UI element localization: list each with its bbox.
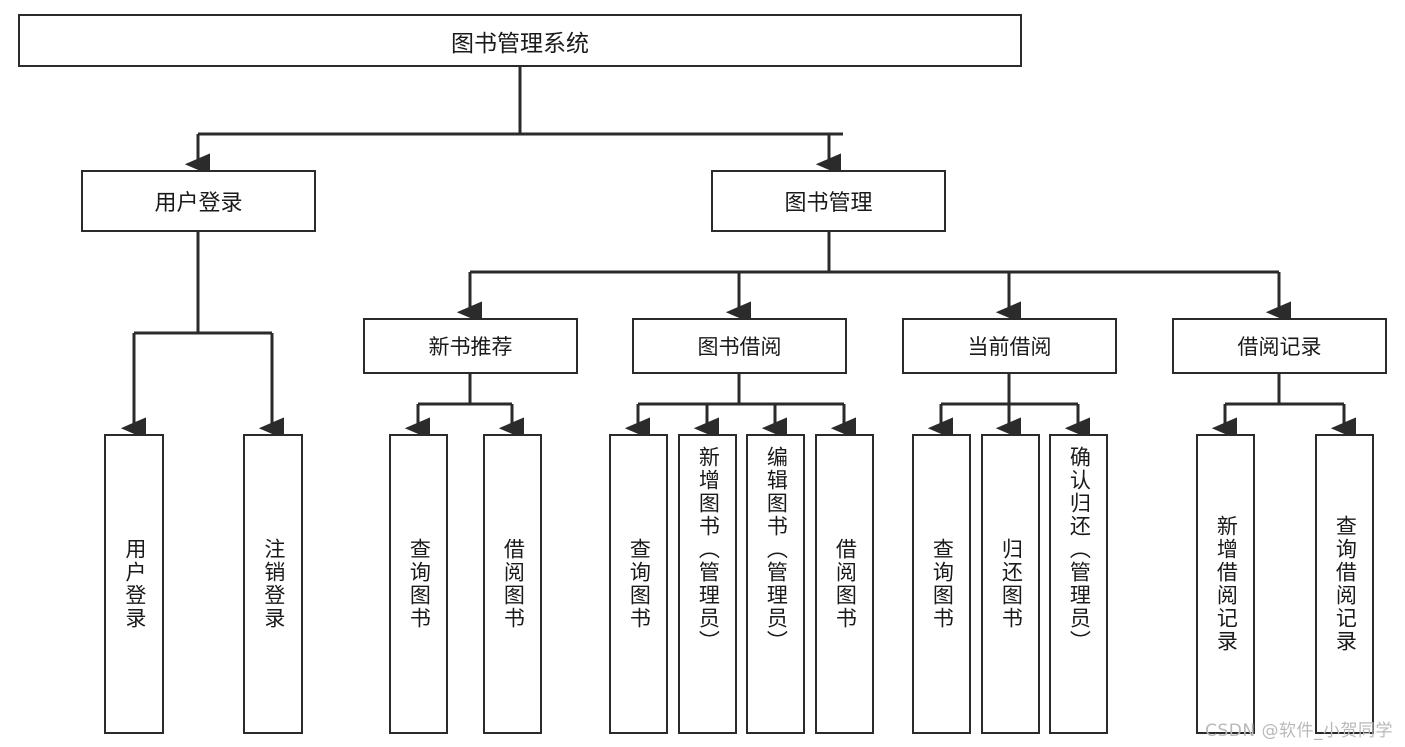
leaf-current-query-book-label: 查询图书: [930, 538, 955, 630]
leaf-recommend-borrow-book-label: 借阅图书: [501, 538, 526, 630]
node-new-book-recommend-label: 新书推荐: [428, 335, 513, 359]
leaf-borrow-borrow-book[interactable]: 借阅图书: [815, 434, 874, 734]
leaf-recommend-query-book[interactable]: 查询图书: [389, 434, 448, 734]
leaf-record-query-record[interactable]: 查询借阅记录: [1315, 434, 1374, 734]
leaf-user-logout[interactable]: 注销登录: [243, 434, 303, 734]
leaf-current-confirm-return-label: 确认归还（管理员）: [1067, 446, 1092, 653]
leaf-borrow-borrow-book-label: 借阅图书: [833, 538, 858, 630]
node-book-management[interactable]: 图书管理: [711, 170, 946, 232]
leaf-recommend-borrow-book[interactable]: 借阅图书: [483, 434, 542, 734]
leaf-borrow-edit-book-label: 编辑图书（管理员）: [764, 446, 789, 653]
node-borrow-record[interactable]: 借阅记录: [1172, 318, 1387, 374]
node-root[interactable]: 图书管理系统: [18, 14, 1022, 67]
node-current-borrow[interactable]: 当前借阅: [902, 318, 1117, 374]
leaf-recommend-query-book-label: 查询图书: [407, 538, 432, 630]
node-current-borrow-label: 当前借阅: [967, 335, 1052, 359]
watermark: CSDN @软件_小贺同学: [1205, 721, 1393, 741]
leaf-current-return-book-label: 归还图书: [999, 538, 1024, 630]
node-new-book-recommend[interactable]: 新书推荐: [363, 318, 578, 374]
leaf-user-logout-label: 注销登录: [261, 538, 286, 630]
node-borrow-record-label: 借阅记录: [1237, 335, 1322, 359]
leaf-current-confirm-return[interactable]: 确认归还（管理员）: [1049, 434, 1108, 734]
leaf-borrow-add-book[interactable]: 新增图书（管理员）: [678, 434, 737, 734]
leaf-borrow-query-book[interactable]: 查询图书: [609, 434, 668, 734]
leaf-borrow-edit-book[interactable]: 编辑图书（管理员）: [746, 434, 805, 734]
leaf-record-add-record[interactable]: 新增借阅记录: [1196, 434, 1255, 734]
leaf-record-add-record-label: 新增借阅记录: [1214, 515, 1239, 653]
node-user-login-label: 用户登录: [154, 191, 243, 216]
leaf-current-return-book[interactable]: 归还图书: [981, 434, 1040, 734]
leaf-current-query-book[interactable]: 查询图书: [912, 434, 971, 734]
leaf-record-query-record-label: 查询借阅记录: [1333, 515, 1358, 653]
node-book-management-label: 图书管理: [784, 191, 873, 216]
leaf-user-login-label: 用户登录: [122, 538, 147, 630]
leaf-borrow-query-book-label: 查询图书: [627, 538, 652, 630]
node-root-label: 图书管理系统: [451, 30, 589, 57]
leaf-borrow-add-book-label: 新增图书（管理员）: [696, 446, 721, 653]
node-book-borrow[interactable]: 图书借阅: [632, 318, 847, 374]
node-user-login[interactable]: 用户登录: [81, 170, 316, 232]
node-book-borrow-label: 图书借阅: [697, 335, 782, 359]
leaf-user-login[interactable]: 用户登录: [104, 434, 164, 734]
